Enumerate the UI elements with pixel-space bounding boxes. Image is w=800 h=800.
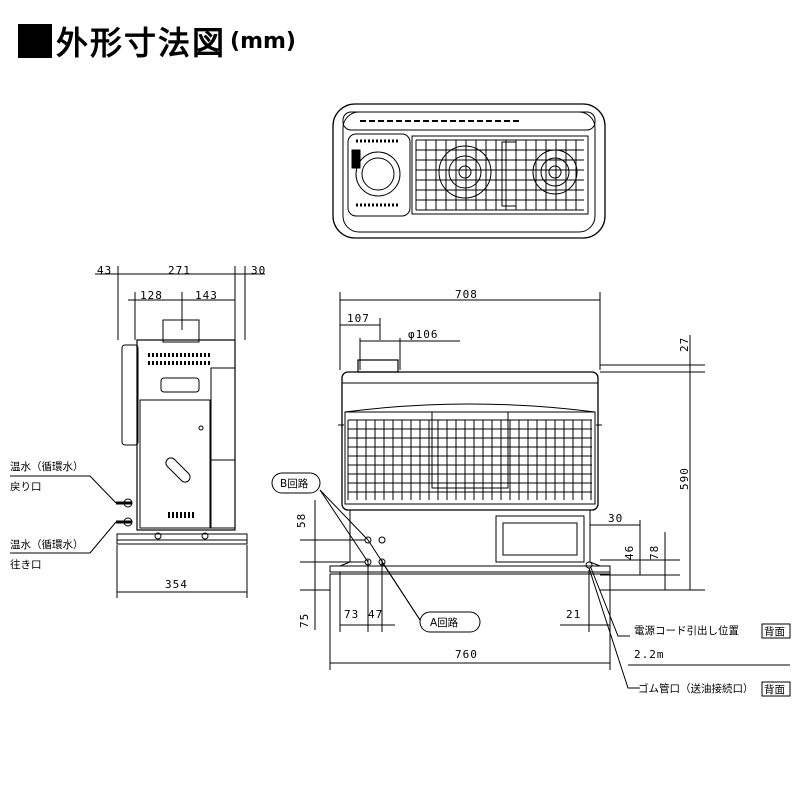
dim-pipe-b: 47 [368, 608, 383, 621]
dim-hose-h2: 78 [648, 545, 661, 560]
label-supply-line1: 温水（循環水） [10, 538, 84, 551]
label-rubber-tube: ゴム管口（送油接続口） [638, 682, 754, 695]
dim-right-offset: 21 [566, 608, 581, 621]
dim-base-width: 760 [455, 648, 478, 661]
label-cord-length: 2.2m [634, 648, 665, 661]
dim-height: 590 [678, 467, 691, 490]
dim-top-offset: 27 [678, 337, 691, 352]
title-square-icon [18, 24, 52, 58]
dim-flue-offset: 107 [347, 312, 370, 325]
label-circuit-b: B回路 [280, 477, 309, 490]
label-back-tag-2: 背面 [764, 683, 785, 696]
title-text: 外形寸法図 [56, 24, 227, 62]
side-view [10, 266, 265, 598]
dim-pipe-gap: 58 [295, 513, 308, 528]
label-cord-position: 電源コード引出し位置 [634, 624, 739, 637]
dim-pipe-a: 73 [344, 608, 359, 621]
title-unit: (mm) [230, 28, 296, 54]
dim-front-offset: 30 [251, 264, 266, 277]
label-back-tag-1: 背面 [764, 625, 785, 638]
dim-hose-h1: 46 [623, 545, 636, 560]
dim-back-offset: 43 [97, 264, 112, 277]
dim-base-depth: 354 [165, 578, 188, 591]
dim-width: 708 [455, 288, 478, 301]
page-title: 外形寸法図 (mm) [18, 16, 296, 66]
label-circuit-a: A回路 [430, 616, 459, 629]
dim-cord-height: 30 [608, 512, 623, 525]
dim-seg-b: 143 [195, 289, 218, 302]
dim-base-height: 75 [298, 613, 311, 628]
label-return-line2: 戻り口 [10, 480, 42, 493]
top-view [332, 103, 606, 239]
dim-flue-diameter: φ106 [408, 328, 439, 341]
front-view [300, 292, 705, 689]
dim-depth: 271 [168, 264, 191, 277]
label-supply-line2: 往き口 [10, 558, 42, 571]
label-return-line1: 温水（循環水） [10, 460, 84, 473]
dim-seg-a: 128 [140, 289, 163, 302]
